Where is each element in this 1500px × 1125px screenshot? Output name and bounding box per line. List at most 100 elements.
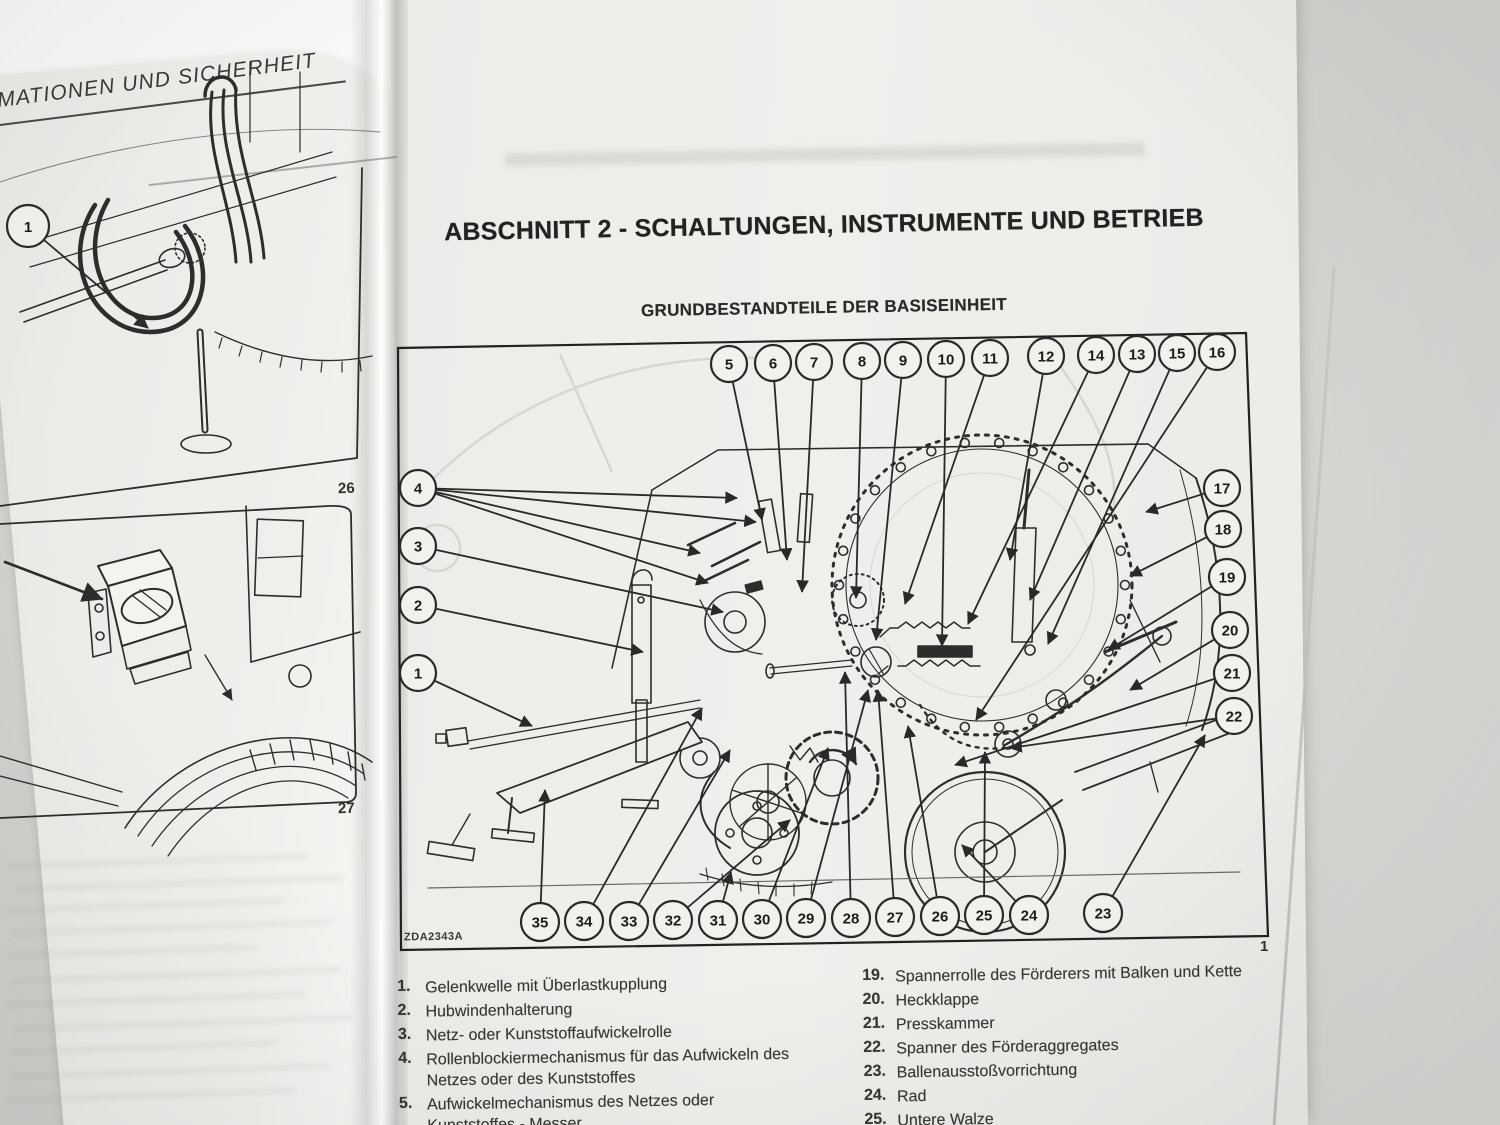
callout-leader-14 (967, 371, 1089, 625)
chain-link (1083, 484, 1095, 496)
callout-circle-14 (1076, 335, 1116, 375)
callout-circle-26 (919, 895, 961, 937)
callout-number: 12 (1038, 349, 1055, 366)
legend-item: 21. Presskammer (863, 1008, 1303, 1036)
callout-number: 30 (754, 912, 771, 929)
chain-link (850, 513, 861, 524)
callout-circle-23 (1082, 892, 1124, 934)
callout-leader-19 (1107, 586, 1212, 651)
callout-number: 24 (1021, 908, 1038, 925)
callout-number: 33 (621, 914, 638, 931)
callout-circle-25 (963, 894, 1005, 936)
callout-circle-34 (563, 900, 605, 942)
callout-number: 4 (414, 481, 423, 498)
legend-item-number: 3. (397, 1025, 412, 1043)
callout-leader-7 (796, 380, 814, 593)
callout-14: 14 (967, 335, 1116, 625)
callout-number: 32 (665, 913, 682, 930)
callout-circle-11 (970, 338, 1010, 378)
callout-circle-1 (398, 653, 438, 693)
callout-leader-23 (1112, 734, 1206, 897)
callout-number: 28 (843, 911, 860, 928)
callout-circle-22 (1214, 696, 1254, 736)
callout-number: 8 (858, 354, 866, 371)
legend-item-number: 21. (862, 1014, 886, 1032)
callout-number: 21 (1224, 666, 1241, 683)
callout-leader-24 (961, 844, 1016, 902)
legend-item-text: Presskammer (895, 1014, 995, 1034)
callout-number: 1 (414, 666, 422, 683)
callout-number: 16 (1209, 345, 1226, 362)
callout-leader-8 (849, 379, 863, 599)
legend-item: 20.Heckklappe (862, 984, 1302, 1012)
callout-17: 17 (1145, 468, 1242, 515)
callout-19: 19 (1107, 557, 1247, 651)
page-number: 1 (1260, 938, 1269, 955)
callout-number: 29 (798, 911, 815, 928)
callout-number: 7 (810, 355, 818, 372)
callout-circle-2 (398, 585, 438, 625)
callout-circle-35 (519, 901, 561, 943)
legend-item-text: Ballenausstoßvorrichtung (896, 1061, 1078, 1082)
callout-leader-5 (732, 382, 766, 521)
callout-number: 11 (982, 351, 998, 368)
callout-circle-32 (652, 899, 694, 941)
callout-circle-18 (1203, 509, 1243, 549)
legend-column-right: 19.Spannerrolle des Förderers mit Balken… (862, 960, 1305, 1125)
callout-number: 3 (414, 539, 422, 556)
callout-number: 2 (414, 598, 422, 615)
chain-link (925, 445, 937, 457)
callout-circle-16 (1197, 332, 1237, 372)
callout-leader-3 (436, 549, 724, 616)
callout-circle-10 (926, 339, 966, 379)
callout-circle-13 (1117, 334, 1157, 374)
callout-circle-12 (1026, 336, 1066, 376)
callout-number: 20 (1222, 623, 1239, 640)
chain-link (1119, 579, 1131, 591)
callout-33: 33 (608, 749, 731, 942)
callout-number: 14 (1088, 348, 1105, 365)
callout-leader-18 (1129, 536, 1207, 577)
callout-leader-2 (436, 608, 644, 656)
figure-26-callout-1: 1 (5, 203, 149, 329)
legend-item-number: 25. (864, 1110, 887, 1125)
callout-circle-20 (1210, 610, 1250, 650)
callout-12: 12 (1005, 336, 1066, 561)
callout-28: 28 (830, 671, 872, 939)
chain-link (1115, 545, 1127, 557)
callout-leader-4 (436, 487, 738, 504)
diagram-frame (396, 331, 1270, 952)
callout-circle-24 (1008, 894, 1050, 936)
callout-18: 18 (1129, 509, 1243, 577)
callout-23: 23 (1082, 734, 1206, 934)
callout-number: 15 (1169, 346, 1186, 363)
callout-circle-29 (785, 897, 827, 939)
callout-leader-17 (1145, 492, 1205, 515)
callout-leader-30 (768, 747, 830, 901)
callout-leader-9 (870, 378, 903, 641)
callout-circle-3 (398, 526, 438, 566)
callout-circle-28 (830, 897, 872, 939)
legend-item-number: 23. (863, 1062, 887, 1080)
callout-21: 21 (954, 653, 1252, 768)
callout-34: 34 (563, 707, 703, 942)
callout-circle-27 (874, 896, 916, 938)
callout-number: 10 (938, 352, 955, 369)
callout-number: 35 (532, 915, 549, 932)
legend-item: 25.Untere Walze (864, 1104, 1304, 1125)
callout-25: 25 (963, 751, 1005, 936)
callout-2: 2 (398, 585, 644, 656)
callout-15: 15 (1046, 333, 1197, 645)
legend-item: 3.Netz- oder Kunststoffaufwickelrolle (398, 1019, 843, 1047)
callout-leader-27 (872, 689, 895, 898)
callout-32: 32 (652, 819, 791, 941)
legend-item-text: Rad (896, 1088, 927, 1106)
callout-10: 10 (926, 339, 966, 647)
callout-leader-16 (975, 367, 1208, 721)
callout-number: 6 (769, 356, 777, 373)
